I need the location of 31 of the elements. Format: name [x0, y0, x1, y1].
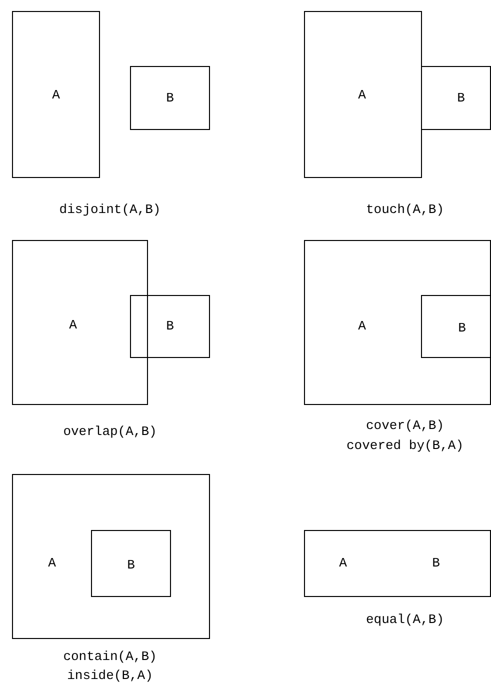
region-box — [130, 295, 210, 358]
relation-caption: equal(A,B) — [366, 612, 444, 628]
region-box — [304, 11, 422, 178]
region-label: A — [48, 556, 56, 570]
relation-caption: cover(A,B) — [366, 418, 444, 434]
region-box — [304, 530, 491, 597]
region-box — [421, 295, 491, 358]
region-label: B — [127, 558, 135, 572]
relation-caption: inside(B,A) — [67, 668, 153, 684]
region-label: B — [457, 92, 465, 104]
region-label: A — [52, 88, 60, 102]
region-box — [91, 530, 171, 597]
region-label: B — [166, 92, 174, 104]
region-label: B — [166, 320, 174, 332]
region-label: B — [458, 322, 466, 334]
relation-caption: disjoint(A,B) — [59, 202, 161, 218]
region-label: B — [432, 556, 440, 570]
region-label: A — [69, 318, 77, 332]
region-box — [12, 240, 148, 405]
region-box — [304, 240, 491, 405]
region-box — [12, 474, 210, 639]
region-box — [421, 66, 491, 130]
relation-caption: covered by(B,A) — [346, 438, 464, 454]
region-label: A — [358, 320, 366, 332]
relation-caption: contain(A,B) — [63, 650, 157, 664]
relation-caption: touch(A,B) — [366, 202, 444, 218]
relation-caption: overlap(A,B) — [63, 424, 157, 440]
region-box — [130, 66, 210, 130]
region-box — [12, 11, 100, 178]
region-label: A — [358, 88, 366, 102]
region-label: A — [339, 556, 347, 570]
